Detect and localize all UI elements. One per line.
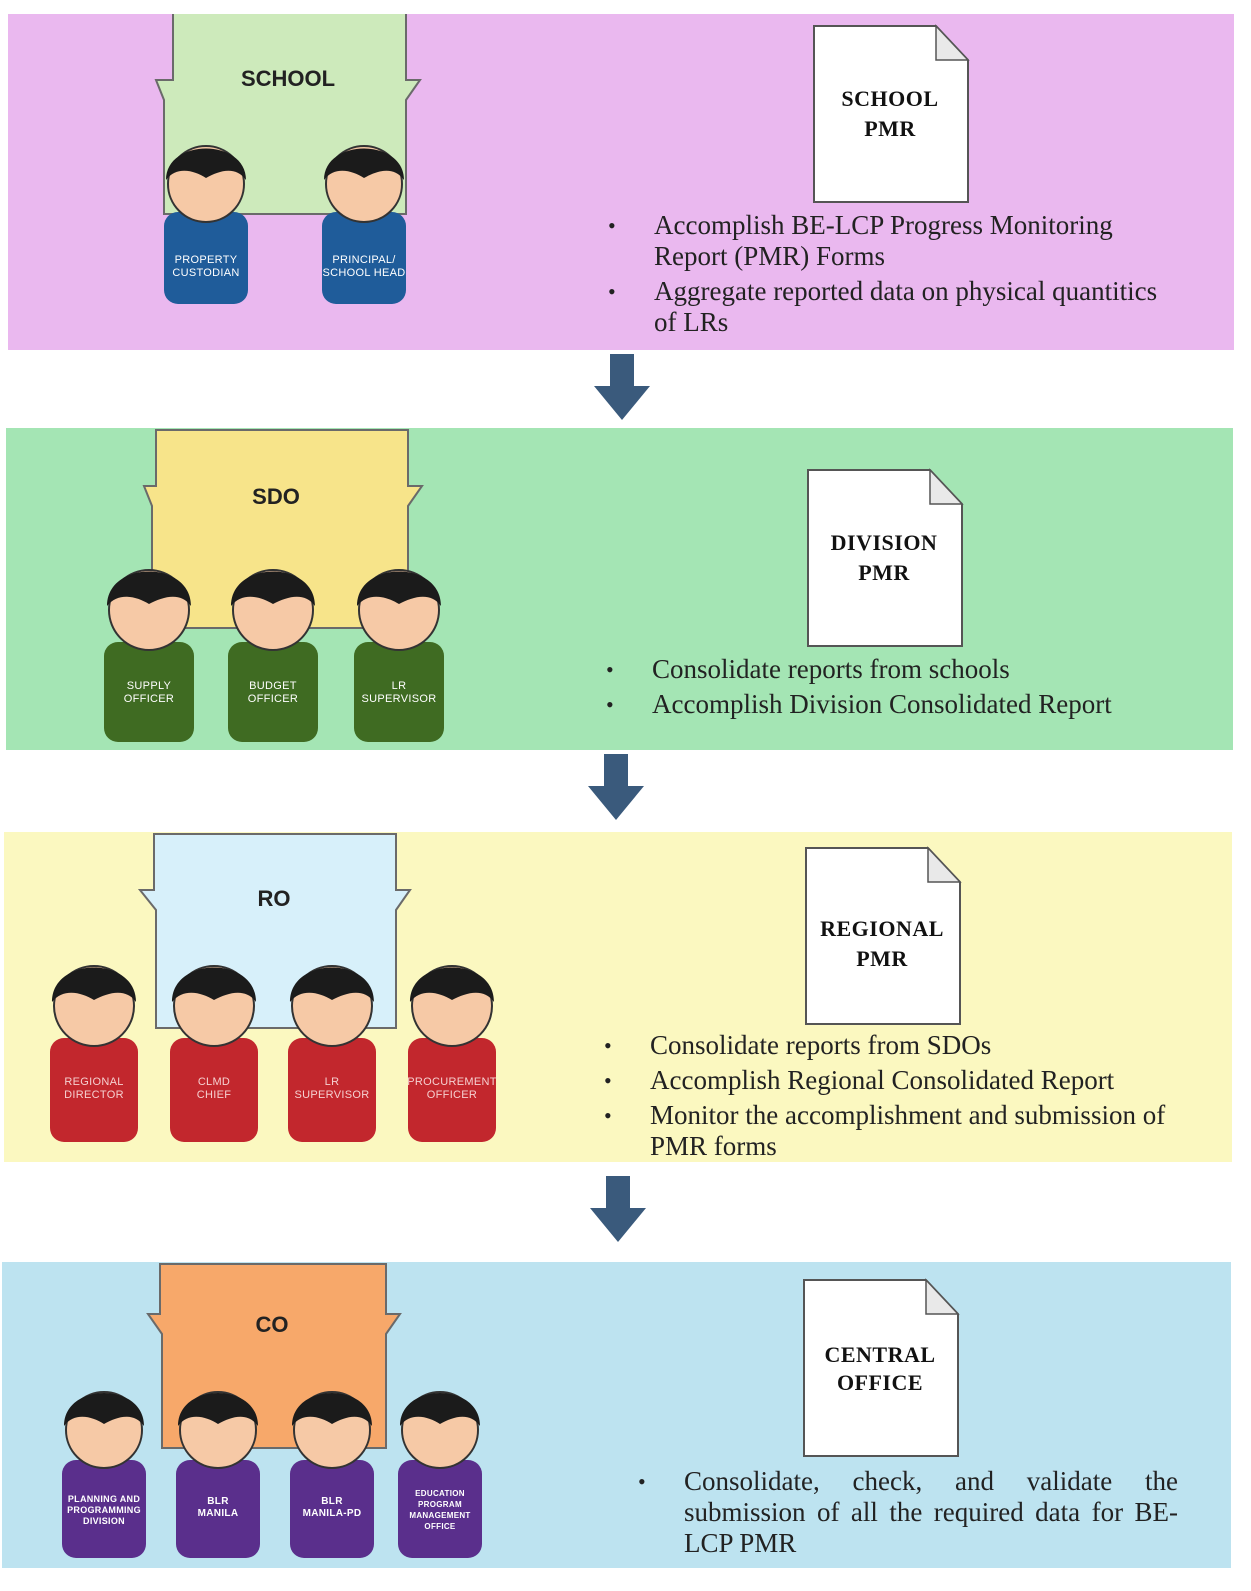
- role-label: LR SUPERVISOR: [361, 680, 437, 705]
- ro-task-list: Consolidate reports from SDOs Accomplish…: [604, 1030, 1214, 1166]
- co-task-list: Consolidate, check, and validate the sub…: [638, 1466, 1178, 1563]
- role-label: REGIONAL DIRECTOR: [64, 1076, 124, 1101]
- person-icon: [50, 965, 138, 1142]
- task-item: Accomplish BE-LCP Progress Monitoring Re…: [608, 210, 1178, 272]
- person-principal: PRINCIPAL/ SCHOOL HEAD: [312, 122, 416, 304]
- school-pmr-document: SCHOOL PMR: [808, 20, 972, 204]
- down-arrow-icon: [590, 1176, 646, 1242]
- regional-pmr-document: REGIONAL PMR: [800, 842, 964, 1026]
- document-title-line2: PMR: [856, 946, 908, 971]
- person-icon: [290, 1391, 374, 1558]
- document-title-line1: SCHOOL: [841, 86, 939, 111]
- sdo-task-list: Consolidate reports from schools Accompl…: [606, 654, 1196, 724]
- role-label: PRINCIPAL/ SCHOOL HEAD: [322, 254, 406, 279]
- person-education-program-mgmt: EDUCATION PROGRAM MANAGEMENT OFFICE: [390, 1368, 490, 1558]
- document-title-line2: PMR: [858, 560, 910, 585]
- division-pmr-document: DIVISION PMR: [802, 464, 966, 648]
- ro-label: RO: [257, 886, 291, 911]
- sdo-level-band: SDO SUPPLY OFFICER BUDGET OFFICER LR SUP…: [6, 428, 1233, 750]
- co-label: CO: [255, 1312, 289, 1337]
- document-title-line1: DIVISION: [830, 530, 938, 555]
- down-arrow-icon: [594, 354, 650, 420]
- co-level-band: CO PLANNING AND PROGRAMMING DIVISION BLR…: [2, 1262, 1231, 1568]
- role-label: LR SUPERVISOR: [294, 1076, 370, 1101]
- document-icon: [805, 846, 962, 1025]
- role-label: BLR MANILA: [197, 1496, 239, 1519]
- person-icon: [228, 569, 318, 742]
- person-icon: [170, 965, 258, 1142]
- role-label: PROCUREMENT OFFICER: [407, 1076, 497, 1101]
- person-icon: [354, 569, 444, 742]
- document-icon: [813, 24, 970, 203]
- task-item: Aggregate reported data on physical quan…: [608, 276, 1178, 338]
- sdo-label: SDO: [252, 484, 300, 509]
- person-blr-manila-pd: BLR MANILA-PD: [282, 1368, 382, 1558]
- person-regional-director: REGIONAL DIRECTOR: [42, 942, 146, 1142]
- task-item: Accomplish Regional Consolidated Report: [604, 1065, 1214, 1096]
- person-icon: [322, 145, 406, 304]
- person-lr-supervisor: LR SUPERVISOR: [346, 546, 452, 742]
- task-item: Consolidate reports from schools: [606, 654, 1196, 685]
- role-label: CLMD CHIEF: [196, 1076, 232, 1101]
- school-task-list: Accomplish BE-LCP Progress Monitoring Re…: [608, 210, 1178, 342]
- person-blr-manila: BLR MANILA: [168, 1368, 268, 1558]
- ro-level-band: RO REGIONAL DIRECTOR CLMD CHIEF LR SUPER…: [4, 832, 1232, 1162]
- role-label: EDUCATION PROGRAM MANAGEMENT OFFICE: [409, 1489, 471, 1531]
- document-title-line2: OFFICE: [836, 1370, 924, 1395]
- person-icon: [288, 965, 376, 1142]
- person-supply-officer: SUPPLY OFFICER: [96, 546, 202, 742]
- role-label: PROPERTY CUSTODIAN: [172, 254, 240, 279]
- task-item: Accomplish Division Consolidated Report: [606, 689, 1196, 720]
- role-label: SUPPLY OFFICER: [123, 680, 175, 705]
- person-icon: [176, 1391, 260, 1558]
- role-label: BLR MANILA-PD: [302, 1496, 362, 1519]
- person-clmd-chief: CLMD CHIEF: [162, 942, 266, 1142]
- task-item: Consolidate, check, and validate the sub…: [638, 1466, 1178, 1559]
- person-budget-officer: BUDGET OFFICER: [220, 546, 326, 742]
- document-icon: [803, 1278, 960, 1457]
- document-title-line1: REGIONAL: [820, 916, 944, 941]
- person-icon: [62, 1391, 146, 1558]
- document-icon: [807, 468, 964, 647]
- document-title-line1: CENTRAL: [824, 1342, 936, 1367]
- person-icon: [164, 145, 248, 304]
- person-lr-supervisor: LR SUPERVISOR: [280, 942, 384, 1142]
- person-property-custodian: PROPERTY CUSTODIAN: [154, 122, 258, 304]
- person-procurement-officer: PROCUREMENT OFFICER: [400, 942, 504, 1142]
- central-office-document: CENTRAL OFFICE: [798, 1274, 962, 1458]
- task-item: Consolidate reports from SDOs: [604, 1030, 1214, 1061]
- document-title-line2: PMR: [864, 116, 916, 141]
- person-icon: [398, 1391, 482, 1558]
- school-level-band: SCHOOL PROPERTY CUSTODIAN PRINCIPAL/ SCH…: [8, 14, 1234, 350]
- task-item: Monitor the accomplishment and submissio…: [604, 1100, 1214, 1162]
- role-label: BUDGET OFFICER: [247, 680, 299, 705]
- person-planning-programming: PLANNING AND PROGRAMMING DIVISION: [54, 1368, 154, 1558]
- down-arrow-icon: [588, 754, 644, 820]
- person-icon: [104, 569, 194, 742]
- person-icon: [408, 965, 496, 1142]
- role-label: PLANNING AND PROGRAMMING DIVISION: [67, 1494, 141, 1526]
- school-label: SCHOOL: [240, 66, 336, 91]
